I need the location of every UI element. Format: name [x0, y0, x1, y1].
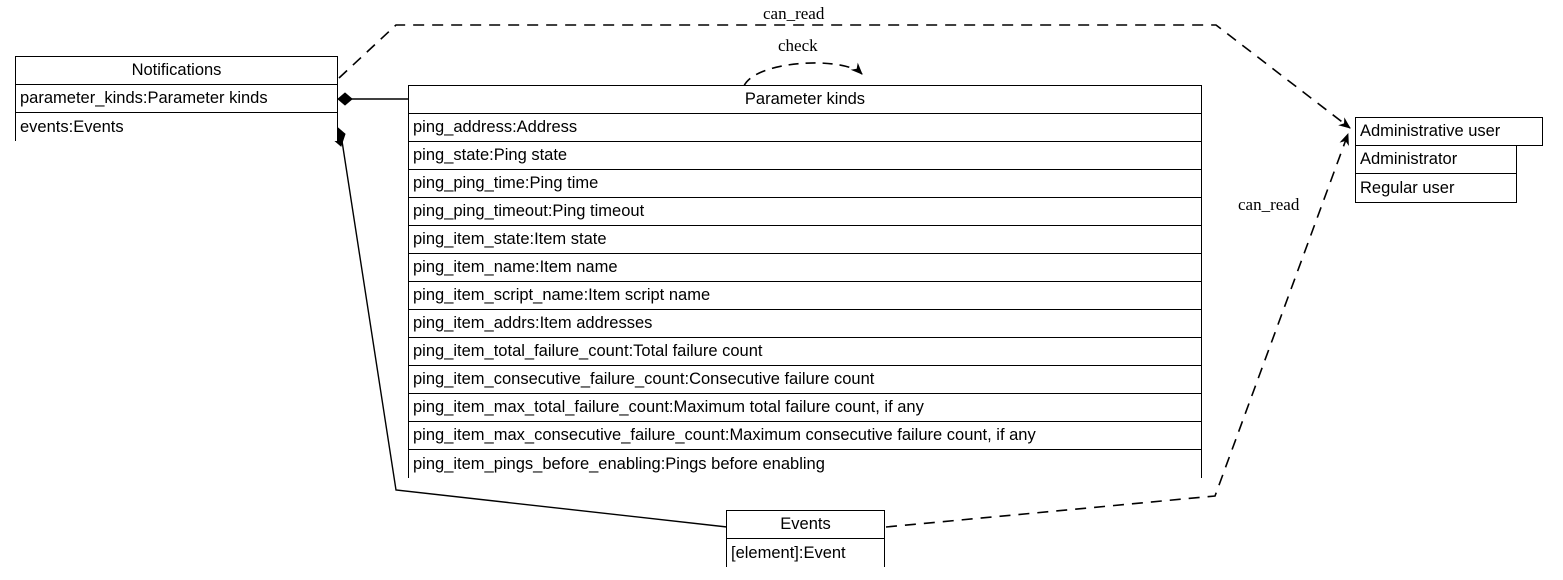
edge-label-check: check: [778, 36, 818, 55]
class-attribute-row: ping_ping_time:Ping time: [409, 170, 1201, 198]
class-attribute-row: ping_item_addrs:Item addresses: [409, 310, 1201, 338]
class-attribute-row: events:Events: [16, 113, 337, 141]
class-attribute-row: [element]:Event: [727, 539, 884, 567]
class-box-notifications[interactable]: Notifications parameter_kinds:Parameter …: [15, 56, 338, 141]
class-attribute-row: parameter_kinds:Parameter kinds: [16, 85, 337, 113]
class-attribute-row: ping_item_consecutive_failure_count:Cons…: [409, 366, 1201, 394]
class-box-events[interactable]: Events [element]:Event: [726, 510, 885, 567]
class-attribute-row: ping_state:Ping state: [409, 142, 1201, 170]
class-attribute-row: Administrator: [1356, 146, 1516, 174]
class-attribute-row: ping_address:Address: [409, 114, 1201, 142]
class-attribute-row: ping_item_state:Item state: [409, 226, 1201, 254]
edge-check-self-loop: [743, 62, 863, 87]
class-attribute-row: ping_item_max_consecutive_failure_count:…: [409, 422, 1201, 450]
class-box-administrative-user[interactable]: Administrative user: [1355, 117, 1543, 146]
class-title-notifications: Notifications: [16, 57, 337, 85]
class-title-administrative-user: Administrative user: [1356, 118, 1542, 145]
class-box-parameter-kinds[interactable]: Parameter kinds ping_address:Address pin…: [408, 85, 1202, 478]
class-attribute-row: ping_item_pings_before_enabling:Pings be…: [409, 450, 1201, 478]
class-attribute-row: ping_ping_timeout:Ping timeout: [409, 198, 1201, 226]
edge-label-can-read-top: can_read: [763, 4, 825, 23]
class-title-events: Events: [727, 511, 884, 539]
class-attribute-row: Regular user: [1356, 174, 1516, 202]
class-attribute-row: ping_item_total_failure_count:Total fail…: [409, 338, 1201, 366]
class-title-parameter-kinds: Parameter kinds: [409, 86, 1201, 114]
class-attribute-row: ping_item_max_total_failure_count:Maximu…: [409, 394, 1201, 422]
edge-label-can-read-right: can_read: [1238, 195, 1300, 214]
class-box-administrative-user-members[interactable]: Administrator Regular user: [1355, 146, 1517, 203]
class-attribute-row: ping_item_script_name:Item script name: [409, 282, 1201, 310]
diamond-parameter-kinds: [337, 92, 353, 106]
class-attribute-row: ping_item_name:Item name: [409, 254, 1201, 282]
